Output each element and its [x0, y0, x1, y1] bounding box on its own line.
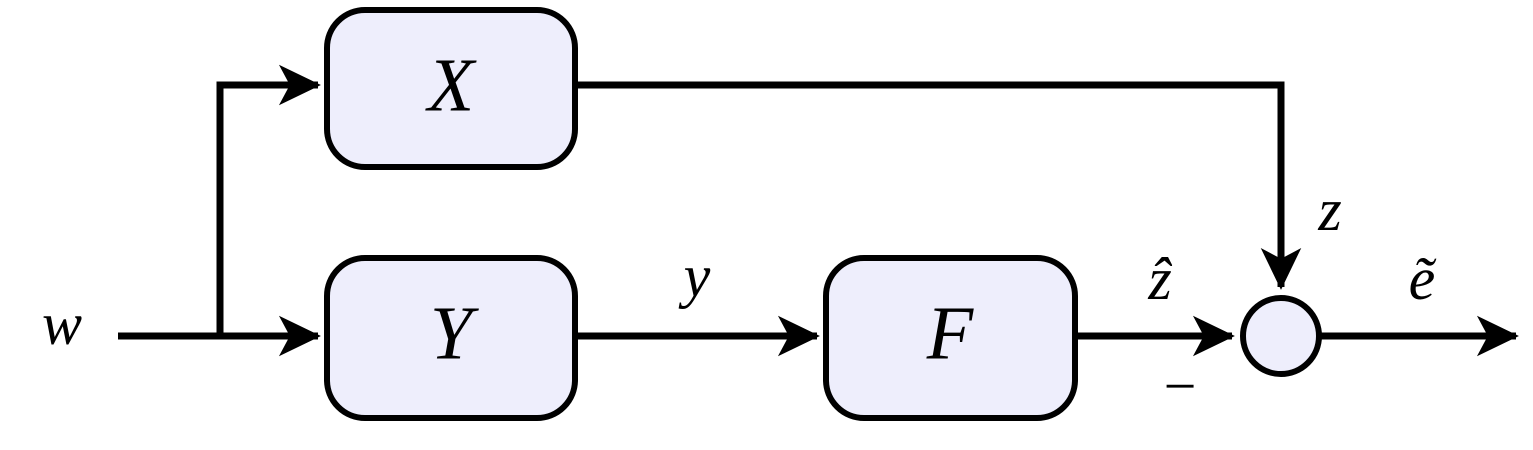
summing-junction-minus-sign: − — [1164, 353, 1197, 418]
block-y[interactable]: Y — [324, 255, 578, 421]
block-y-shape — [324, 255, 578, 421]
block-x[interactable]: X — [324, 7, 578, 170]
wire-x-to-sum — [575, 81, 1302, 290]
summing-junction-shape — [1240, 295, 1322, 377]
signal-label-y: y — [678, 243, 711, 309]
block-x-shape — [324, 7, 578, 170]
summing-junction[interactable] — [1240, 295, 1322, 377]
block-x-label: X — [425, 43, 477, 127]
signal-label-z-hat: ẑ — [1147, 246, 1172, 312]
signal-label-z: z — [1317, 177, 1341, 243]
block-f-label: F — [926, 291, 975, 375]
block-f[interactable]: F — [823, 255, 1078, 421]
wire-w-branch-to-x — [216, 64, 321, 336]
block-y-label: Y — [430, 291, 480, 375]
signal-label-w: w — [42, 291, 82, 357]
signal-label-e-tilde: ẽ — [1409, 246, 1437, 312]
block-f-shape — [823, 255, 1078, 421]
